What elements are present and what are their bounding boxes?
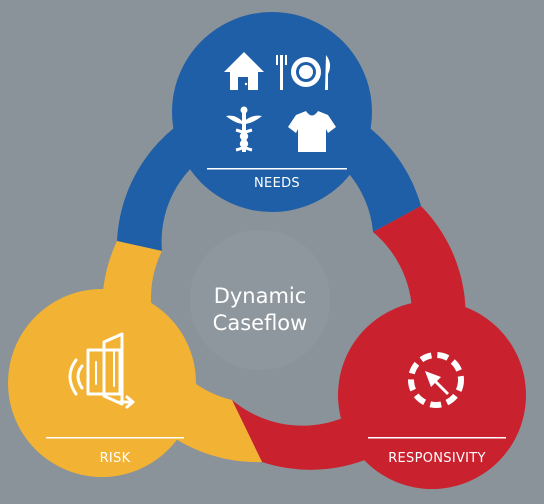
needs-divider [207, 168, 347, 170]
needs-node [172, 12, 372, 212]
needs-label: NEEDS [254, 176, 300, 191]
risk-divider [46, 437, 184, 439]
plate-fork-knife-icon [276, 55, 331, 90]
house-icon [224, 52, 264, 90]
shirt-icon [288, 111, 336, 152]
responsivity-node [338, 301, 526, 489]
center-title-line1: Dynamic [213, 284, 307, 308]
risk-node [8, 289, 196, 477]
center-title-line2: Caseflow [212, 311, 308, 335]
risk-label: RISK [99, 451, 131, 466]
needs-circle [172, 12, 372, 212]
risk-circle [8, 289, 196, 477]
responsivity-divider [368, 437, 506, 439]
center-circle [190, 230, 330, 370]
door-exit-icon [68, 332, 135, 409]
caduceus-icon [226, 106, 262, 152]
responsivity-label: RESPONSIVITY [388, 451, 486, 466]
cursor-cycle-icon [408, 352, 464, 408]
responsivity-circle [338, 301, 526, 489]
center-title: Dynamic Caseflow [190, 283, 330, 337]
